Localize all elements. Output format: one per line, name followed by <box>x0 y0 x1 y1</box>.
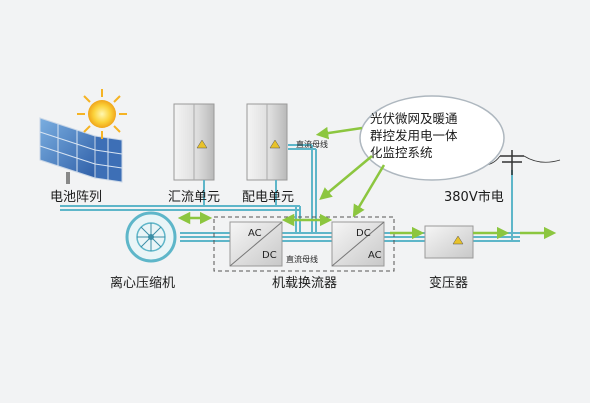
converter-left-top: AC <box>248 228 262 239</box>
converter-right-top: DC <box>356 228 371 239</box>
dc-bus-mid-label: 直流母线 <box>286 255 318 264</box>
bubble-line-3: 化监控系统 <box>370 145 433 160</box>
converter-group-box <box>213 216 395 272</box>
solar-panel-icon <box>39 117 123 184</box>
pv-array-label: 电池阵列 <box>50 190 103 205</box>
flow-arrows <box>177 126 557 240</box>
distribution-unit-label: 配电单元 <box>242 190 295 205</box>
sun-icon <box>77 89 127 139</box>
monitoring-system-text: 光伏微网及暖通 群控发用电一体 化监控系统 <box>370 110 500 161</box>
dc-bus-top-label: 直流母线 <box>296 140 328 149</box>
grid-label: 380V市电 <box>444 190 504 205</box>
combiner-cabinet-icon <box>173 103 215 181</box>
converter-left-bottom: DC <box>262 250 277 261</box>
converter-right-bottom: AC <box>368 250 382 261</box>
transformer-icon <box>424 225 474 259</box>
converter-label: 机载换流器 <box>272 276 338 291</box>
bubble-line-1: 光伏微网及暖通 <box>370 111 458 126</box>
bubble-line-2: 群控发用电一体 <box>370 128 458 143</box>
compressor-label: 离心压缩机 <box>110 276 176 291</box>
distribution-cabinet-icon <box>246 103 288 181</box>
combiner-unit-label: 汇流单元 <box>168 190 221 205</box>
transformer-label: 变压器 <box>429 276 469 291</box>
compressor-icon <box>125 211 177 263</box>
converter-left-divider <box>229 221 283 267</box>
monitoring-bubble <box>359 95 505 181</box>
converter-right-divider <box>331 221 385 267</box>
